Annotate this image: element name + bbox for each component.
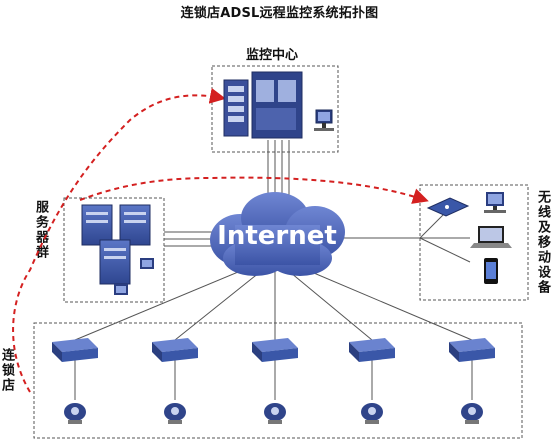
camera-3 — [264, 403, 286, 424]
monitoring-workstation — [314, 109, 334, 131]
monitoring-server-rack — [223, 71, 303, 139]
monitoring-center-label: 监控中心 — [246, 48, 299, 63]
store-dvr-2 — [152, 338, 198, 362]
remote-view-path — [12, 87, 226, 393]
smartphone — [484, 258, 498, 284]
diagram-title: 连锁店ADSL远程监控系统拓扑图 — [180, 6, 379, 21]
mobile-view-path — [79, 176, 429, 204]
store-dvr-5 — [449, 338, 495, 362]
chain-store-label: 连锁店 — [0, 348, 14, 393]
store-dvr-1 — [52, 338, 98, 362]
wireless-mobile-box — [419, 184, 529, 301]
internet-cloud: Internet — [210, 192, 345, 276]
camera-5 — [461, 403, 483, 424]
store-dvr-3 — [252, 338, 298, 362]
store-dvr-4 — [349, 338, 395, 362]
wireless-router — [426, 197, 470, 217]
camera-1 — [64, 403, 86, 424]
internet-label: Internet — [217, 221, 337, 251]
wireless-mobile-label: 无线及移动设备 — [535, 190, 550, 295]
server-group — [81, 204, 154, 295]
mobile-workstation — [484, 192, 506, 213]
chain-store-box — [33, 322, 523, 439]
server-group-box — [63, 197, 165, 303]
camera-4 — [361, 403, 383, 424]
camera-2 — [164, 403, 186, 424]
laptop — [470, 226, 512, 248]
server-group-label: 服务器群 — [33, 200, 48, 260]
